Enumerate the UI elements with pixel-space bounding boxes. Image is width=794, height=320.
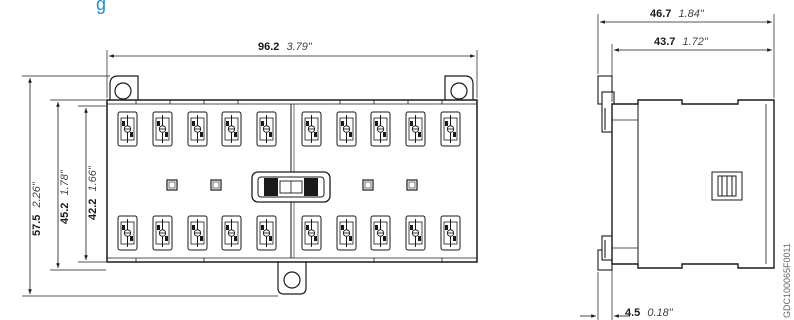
svg-text:96.2 3.79": 96.2 3.79" bbox=[258, 41, 313, 53]
width-in: 3.79" bbox=[286, 41, 312, 53]
din-rail-clip bbox=[597, 75, 615, 271]
side-latch bbox=[711, 171, 743, 201]
height-inner-label: 42.2 1.66" bbox=[87, 165, 99, 220]
side-housing bbox=[611, 99, 775, 269]
dim-depth bbox=[597, 14, 775, 102]
front-view: 96.2 3.79" 57.5 2.26" 45.2 1.78" 42.2 1. bbox=[22, 41, 478, 297]
section-heading: g bbox=[96, 0, 107, 14]
depth-total-label: 46.7 1.84" bbox=[650, 8, 705, 20]
drawing-code: GDC100065F0011 bbox=[782, 243, 792, 318]
mounting-lug-bottom bbox=[277, 262, 307, 295]
dim-heights bbox=[22, 75, 278, 297]
mechanical-interlock bbox=[251, 171, 331, 203]
side-view: 46.7 1.84" 43.7 1.72" 4.5 0.18" bbox=[580, 8, 775, 320]
dim-width: 96.2 3.79" bbox=[106, 41, 478, 98]
rail-offset-label: 4.5 0.18" bbox=[625, 307, 674, 319]
indicator-windows bbox=[166, 179, 418, 191]
height-body-label: 45.2 1.78" bbox=[59, 169, 71, 224]
mounting-lug-top-right bbox=[444, 75, 474, 100]
depth-body-label: 43.7 1.72" bbox=[654, 36, 709, 48]
mounting-lug-top-left bbox=[109, 75, 139, 100]
width-mm: 96.2 bbox=[258, 41, 279, 53]
height-total-label: 57.5 2.26" bbox=[31, 181, 43, 236]
dim-rail-offset bbox=[580, 266, 630, 320]
